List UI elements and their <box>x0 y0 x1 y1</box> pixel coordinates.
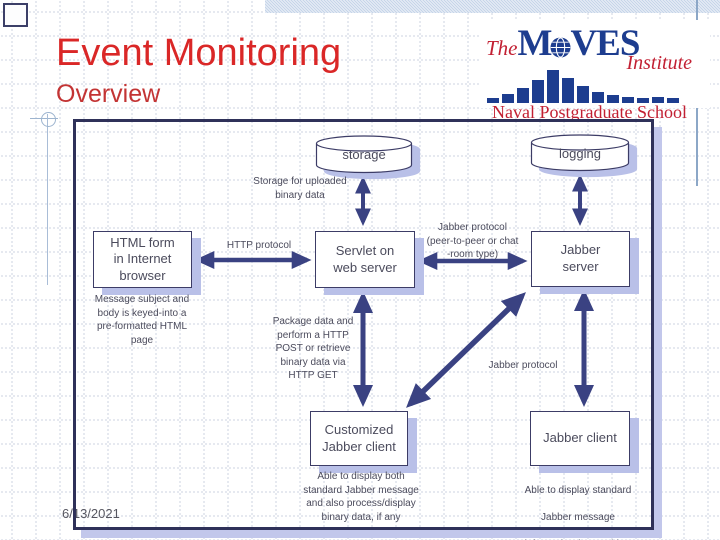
logo-bar <box>607 95 619 103</box>
top-bar-decoration <box>265 0 720 13</box>
html-form-box: HTML form in Internet browser <box>93 231 192 288</box>
logo-bar <box>667 98 679 103</box>
jabber-protocol-label: Jabber protocol <box>488 360 558 371</box>
crosshair-circle-icon <box>41 112 56 127</box>
logo-ves-text: VES <box>570 23 640 64</box>
arrow-customizedclient-jabberserver <box>406 292 526 408</box>
logo-bar-chart <box>487 70 687 103</box>
servlet-note: Package data and perform a HTTP POST or … <box>272 316 354 381</box>
storage-cylinder: storage <box>315 135 413 174</box>
logo-institute-text: Institute <box>626 52 692 74</box>
crosshair-vertical-line <box>47 114 48 285</box>
logo-school-text: Naval Postgraduate School <box>492 102 687 122</box>
diagram-frame: storage logging HTML form in Internet br… <box>73 119 654 540</box>
logo-bar <box>502 94 514 103</box>
logo-bar <box>637 98 649 103</box>
logo-bar <box>592 92 604 103</box>
http-protocol-label: HTTP protocol <box>226 240 292 251</box>
logo-bar <box>532 80 544 103</box>
moves-institute-logo: TheM VES Institute Naval Postgraduate Sc… <box>480 20 710 122</box>
logo-wordmark: TheM VES <box>486 22 640 65</box>
storage-note: Storage for uploaded binary data <box>253 176 347 201</box>
html-form-note: Message subject and body is keyed-into a… <box>94 294 190 346</box>
logo-bar <box>517 88 529 103</box>
diagram-canvas: storage logging HTML form in Internet br… <box>76 122 651 540</box>
jabber-protocol-full-label: Jabber protocol (peer-to-peer or chat -r… <box>426 222 519 260</box>
jabber-client-box: Jabber client <box>530 411 630 466</box>
logo-bar <box>487 98 499 103</box>
client-note-line2: Jabber message <box>541 511 615 523</box>
logo-the-text: The <box>486 36 518 60</box>
client-note-line1: Able to display standard <box>524 484 632 496</box>
slide-date: 6/13/2021 <box>62 506 120 521</box>
globe-icon <box>550 37 571 63</box>
page-subtitle: Overview <box>56 80 161 108</box>
logo-bar <box>577 86 589 103</box>
logo-bar <box>652 97 664 103</box>
diagram-arrows <box>194 174 594 408</box>
jabber-server-box: Jabber server <box>531 231 630 287</box>
corner-square-decoration <box>3 3 28 27</box>
customized-client-note: Able to display both standard Jabber mes… <box>303 471 419 523</box>
client-note-subject-italic: subject <box>600 539 632 540</box>
logo-bar <box>622 97 634 103</box>
client-note-line3a: information (e.g. <box>525 539 600 540</box>
logging-cylinder: logging <box>530 134 630 172</box>
logo-bar <box>547 70 559 103</box>
storage-label: storage <box>342 147 386 162</box>
servlet-box: Servlet on web server <box>315 231 415 288</box>
logging-label: logging <box>559 146 601 161</box>
logo-m-text: M <box>517 23 553 64</box>
customized-jabber-client-box: Customized Jabber client <box>310 411 408 466</box>
page-title: Event Monitoring <box>56 32 342 74</box>
jabber-client-note: Able to display standard Jabber message … <box>504 470 652 540</box>
logo-bar <box>562 78 574 103</box>
